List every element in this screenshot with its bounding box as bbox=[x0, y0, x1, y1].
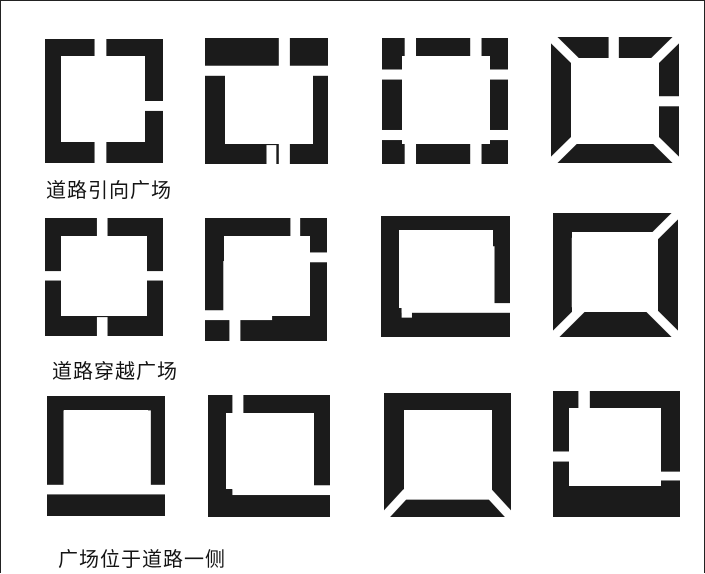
row-road-leading bbox=[45, 33, 683, 167]
road-segment bbox=[292, 252, 327, 263]
road-segment bbox=[578, 391, 590, 480]
road-segment bbox=[382, 69, 508, 80]
figure-3-3 bbox=[380, 393, 515, 521]
diagonal-road bbox=[547, 134, 580, 167]
plaza-space bbox=[404, 410, 492, 496]
road-segment bbox=[578, 471, 680, 481]
road-segment bbox=[401, 303, 510, 313]
plaza-space bbox=[225, 73, 313, 144]
road-segment bbox=[290, 218, 301, 255]
road-segment bbox=[47, 484, 165, 495]
figure-1-1 bbox=[45, 39, 163, 163]
row-road-crossing bbox=[45, 209, 682, 341]
caption-row-1: 道路引向广场 bbox=[46, 178, 172, 202]
road-segment bbox=[608, 37, 619, 60]
road-segment bbox=[470, 38, 482, 164]
diagonal-road bbox=[650, 33, 683, 66]
figure-3-2 bbox=[208, 395, 330, 517]
plaza-space bbox=[571, 58, 659, 144]
row-square-beside-road bbox=[47, 391, 680, 521]
road-segment bbox=[553, 451, 589, 462]
road-segment bbox=[94, 141, 107, 163]
road-segment bbox=[205, 65, 328, 76]
plaza-space bbox=[572, 232, 658, 312]
figure-2-2 bbox=[205, 218, 327, 341]
diagonal-road bbox=[644, 209, 682, 246]
plaza-space bbox=[61, 56, 145, 142]
road-segment bbox=[45, 271, 163, 281]
figure-1-4 bbox=[547, 33, 683, 167]
diagonal-road bbox=[380, 489, 411, 521]
road-segment bbox=[382, 129, 508, 141]
figure-2-1 bbox=[45, 218, 163, 336]
diagonal-road bbox=[650, 134, 683, 167]
diagonal-road bbox=[644, 304, 682, 341]
diagonal-road bbox=[547, 33, 580, 66]
road-segment bbox=[223, 261, 234, 317]
plaza-space bbox=[64, 410, 148, 486]
figure-2-3 bbox=[381, 216, 510, 337]
figure-1-3 bbox=[382, 38, 508, 164]
road-segment bbox=[96, 218, 108, 237]
road-segment bbox=[484, 246, 495, 307]
road-segment bbox=[96, 317, 108, 336]
road-segment bbox=[232, 395, 244, 491]
road-segment bbox=[141, 410, 151, 490]
road-segment bbox=[404, 492, 491, 500]
diagonal-road bbox=[549, 304, 587, 341]
road-segment bbox=[404, 38, 417, 164]
road-segment bbox=[94, 39, 107, 59]
road-segment bbox=[278, 38, 290, 164]
road-segment bbox=[401, 230, 412, 318]
diagonal-road bbox=[484, 489, 515, 521]
figure-3-4 bbox=[553, 391, 680, 517]
road-segment bbox=[63, 410, 73, 490]
figure-1-2 bbox=[205, 38, 328, 164]
road-segment bbox=[141, 101, 163, 111]
road-segment bbox=[232, 485, 330, 496]
caption-row-3: 广场位于道路一侧 bbox=[58, 547, 226, 571]
road-segment bbox=[229, 306, 241, 341]
road-segment bbox=[266, 145, 277, 164]
road-segment bbox=[658, 96, 679, 107]
road-segment bbox=[571, 237, 580, 308]
caption-row-2: 道路穿越广场 bbox=[52, 359, 178, 383]
figure-3-1 bbox=[47, 396, 165, 516]
figure-2-4 bbox=[549, 209, 682, 341]
plaza-space bbox=[399, 230, 493, 308]
